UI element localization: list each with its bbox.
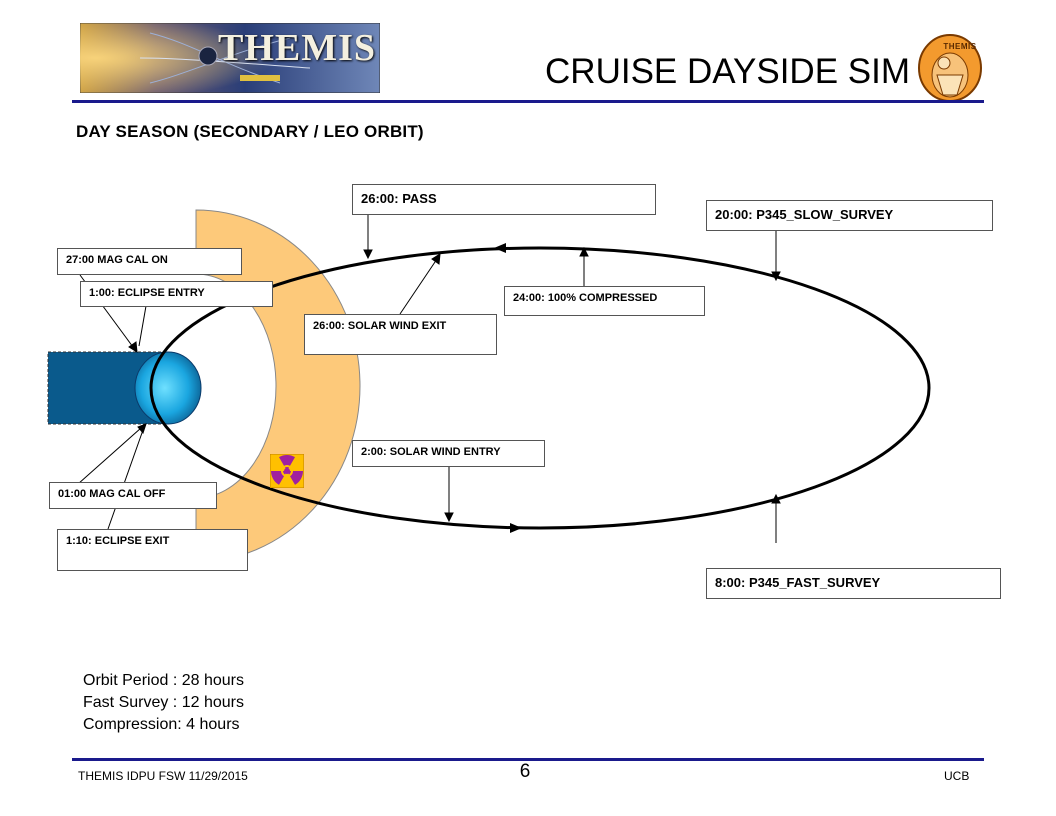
label-mag-cal-off: 01:00 MAG CAL OFF: [49, 482, 217, 509]
orbit-arrow-bottom: [510, 523, 522, 533]
label-eclipse-exit: 1:10: ECLIPSE EXIT: [57, 529, 248, 571]
fast-survey-text: Fast Survey : 12 hours: [83, 694, 244, 711]
header-rule: [72, 100, 984, 103]
radiation-icon: [269, 453, 305, 489]
label-slow-survey: 20:00: P345_SLOW_SURVEY: [706, 200, 993, 231]
footer-rule: [72, 758, 984, 761]
badge-graphic: [918, 34, 982, 102]
logo-banner-graphic: [79, 22, 381, 94]
label-mag-cal-on: 27:00 MAG CAL ON: [57, 248, 242, 275]
orbit-path: [149, 246, 931, 530]
label-fast-survey: 8:00: P345_FAST_SURVEY: [706, 568, 1001, 599]
page-title: CRUISE DAYSIDE SIM: [545, 52, 910, 91]
label-pass: 26:00: PASS: [352, 184, 656, 215]
footer-left: THEMIS IDPU FSW 11/29/2015: [78, 769, 248, 783]
compression-text: Compression: 4 hours: [83, 716, 240, 733]
radiation-symbol: [269, 453, 305, 489]
earth: [134, 351, 202, 425]
orbit-arrow-top: [494, 243, 506, 253]
themis-badge-logo: [917, 33, 983, 103]
label-compressed: 24:00: 100% COMPRESSED: [504, 286, 705, 316]
orbit-period-text: Orbit Period : 28 hours: [83, 672, 244, 689]
label-eclipse-entry: 1:00: ECLIPSE ENTRY: [80, 281, 273, 307]
footer-right: UCB: [944, 769, 970, 783]
page-number: 6: [519, 761, 531, 782]
slide-subtitle: DAY SEASON (SECONDARY / LEO ORBIT): [76, 122, 424, 141]
themis-logo: [79, 22, 381, 94]
logo-text: THEMIS: [218, 27, 377, 69]
label-solar-wind-exit: 26:00: SOLAR WIND EXIT: [304, 314, 497, 355]
label-solar-wind-entry: 2:00: SOLAR WIND ENTRY: [352, 440, 545, 467]
badge-text: THEMIS: [943, 42, 977, 51]
